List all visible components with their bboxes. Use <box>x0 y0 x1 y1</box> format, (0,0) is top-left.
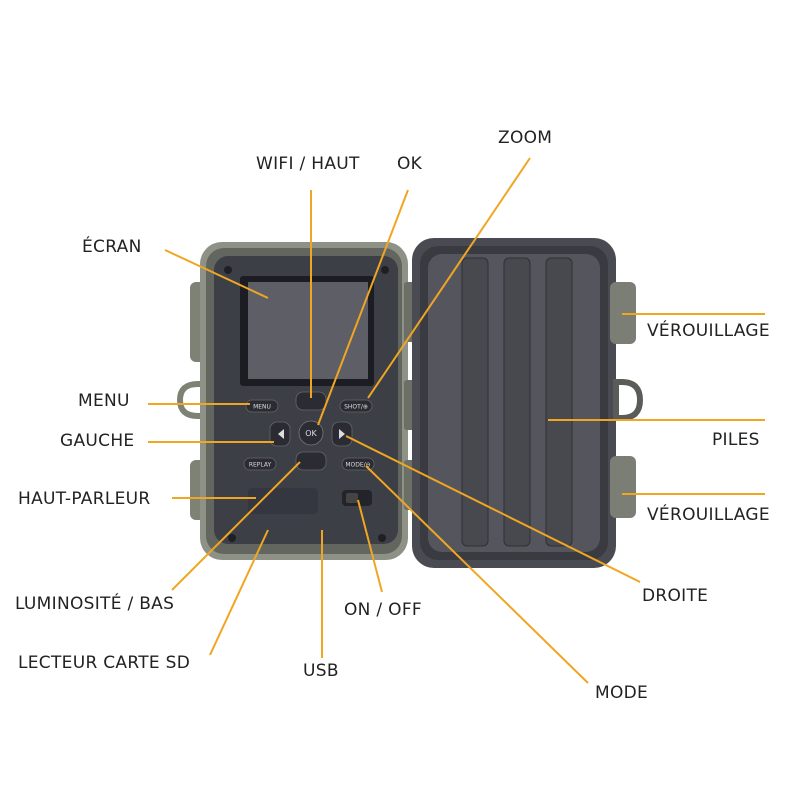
label-lecteur-sd: LECTEUR CARTE SD <box>18 653 191 673</box>
replay-button-text: REPLAY <box>249 462 272 469</box>
label-verrouillage-bottom: VÉROUILLAGE <box>647 505 770 525</box>
label-luminosite-bas: LUMINOSITÉ / BAS <box>15 594 175 614</box>
shot-button-text: SHOT/⊕ <box>344 404 368 411</box>
label-menu: MENU <box>78 391 130 411</box>
label-gauche: GAUCHE <box>60 431 135 451</box>
label-verrouillage-top: VÉROUILLAGE <box>647 321 770 341</box>
label-ecran: ÉCRAN <box>82 237 142 257</box>
leader-ecran <box>164 249 269 299</box>
mode-button-text: MODE/⊖ <box>345 462 370 469</box>
battery-compartment <box>412 238 644 568</box>
label-usb: USB <box>303 661 339 681</box>
leader-on-off <box>357 499 383 593</box>
leader-lecteur-sd <box>209 529 269 656</box>
label-ok: OK <box>397 154 423 174</box>
label-on-off: ON / OFF <box>344 600 422 620</box>
label-mode: MODE <box>595 683 649 703</box>
leader-lines <box>148 157 765 684</box>
leader-droite <box>345 435 641 583</box>
label-piles: PILES <box>712 430 760 450</box>
ok-button-text: OK <box>305 429 317 438</box>
label-droite: DROITE <box>642 586 709 606</box>
leader-zoom <box>367 157 531 399</box>
menu-button-text: MENU <box>253 404 271 411</box>
leader-luminosite <box>171 461 301 591</box>
front-panel: MENU SHOT/⊕ REPLAY MODE/⊖ OK <box>176 242 408 560</box>
leader-ok <box>317 189 409 426</box>
label-wifi-haut: WIFI / HAUT <box>256 154 360 174</box>
label-haut-parleur: HAUT-PARLEUR <box>18 489 151 509</box>
label-zoom: ZOOM <box>498 128 553 148</box>
leader-mode <box>365 465 589 684</box>
